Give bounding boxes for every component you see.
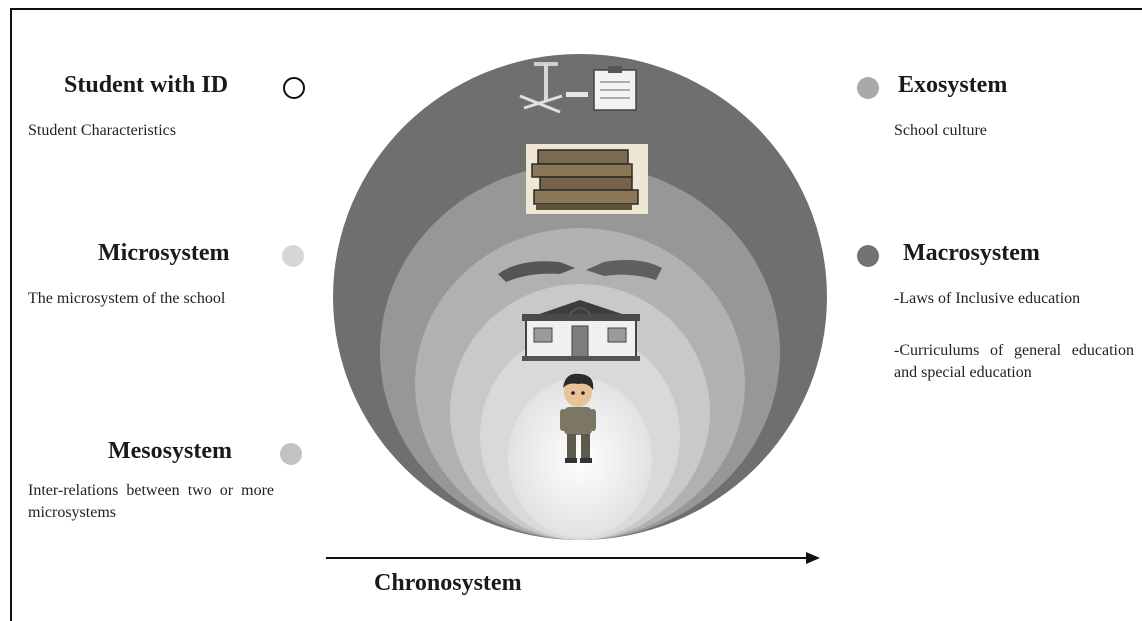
student-desc: Student Characteristics	[28, 120, 268, 142]
exosystem-marker-icon	[857, 77, 879, 99]
exosystem-title: Exosystem	[898, 72, 1007, 99]
mesosystem-desc: Inter-relations between two or more micr…	[28, 480, 274, 524]
macrosystem-desc-curriculums: -Curriculums of general education and sp…	[894, 340, 1134, 384]
mesosystem-marker-icon	[280, 443, 302, 465]
macrosystem-desc-laws: -Laws of Inclusive education	[894, 288, 1134, 310]
microsystem-title: Microsystem	[98, 240, 230, 267]
student-marker-icon	[283, 77, 305, 99]
microsystem-marker-icon	[282, 245, 304, 267]
microsystem-desc: The microsystem of the school	[28, 288, 274, 310]
exosystem-desc: School culture	[894, 120, 1134, 142]
macrosystem-marker-icon	[857, 245, 879, 267]
student-title: Student with ID	[64, 72, 228, 99]
chronosystem-label: Chronosystem	[374, 570, 522, 597]
macrosystem-title: Macrosystem	[903, 240, 1040, 267]
books-icon	[526, 144, 648, 214]
mesosystem-title: Mesosystem	[108, 438, 232, 465]
chronosystem-arrow	[326, 552, 820, 564]
